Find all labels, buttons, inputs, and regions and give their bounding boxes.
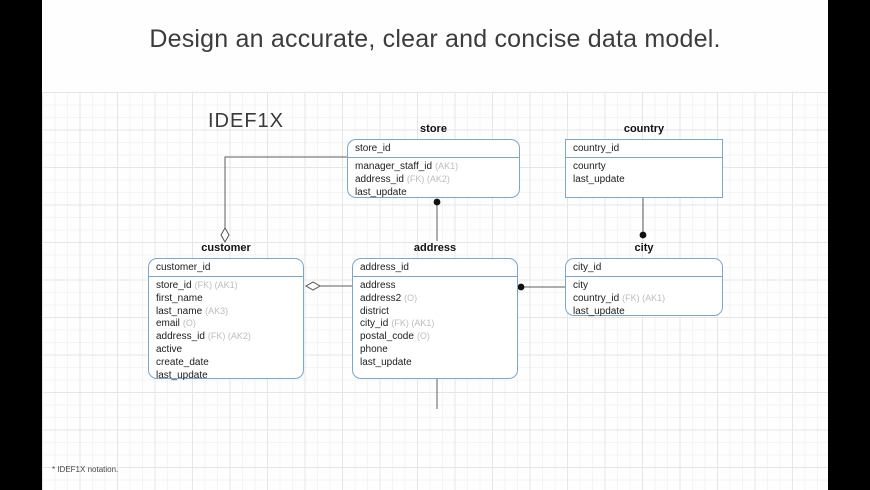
notation-label: IDEF1X bbox=[208, 110, 285, 132]
attribute-row: last_update bbox=[156, 369, 296, 382]
attribute-name: last_update bbox=[573, 173, 625, 185]
attribute-row: phone bbox=[360, 343, 510, 356]
attribute-name: address2 bbox=[360, 292, 402, 304]
attribute-row: address2(O) bbox=[360, 292, 510, 305]
entity-country: country_id counrty last_update bbox=[565, 139, 723, 198]
attribute-row: country_id(FK) (AK1) bbox=[573, 292, 715, 305]
attribute-row: last_update bbox=[573, 173, 715, 186]
attribute-note: (AK3) bbox=[205, 305, 229, 316]
attribute-name: first_name bbox=[156, 292, 203, 304]
attribute-row: last_update bbox=[360, 356, 510, 369]
attribute-name: counrty bbox=[573, 161, 606, 172]
attribute-row: first_name bbox=[156, 292, 296, 305]
attribute-name: last_update bbox=[156, 369, 208, 381]
attribute-name: address_id bbox=[355, 173, 404, 185]
attribute-name: create_date bbox=[156, 356, 209, 368]
right-letterbox-bar bbox=[828, 0, 870, 490]
attribute-row: city bbox=[573, 279, 715, 292]
attribute-name: district bbox=[360, 305, 389, 317]
attribute-name: store_id bbox=[156, 280, 192, 291]
attribute-name: active bbox=[156, 343, 183, 355]
attribute-name: last_update bbox=[360, 356, 412, 368]
entity-address: address_id address address2(O) district … bbox=[352, 258, 518, 379]
attribute-name: city bbox=[573, 280, 588, 291]
pk-attribute: city_id bbox=[566, 259, 722, 277]
attribute-row: district bbox=[360, 305, 510, 318]
attribute-note: (FK) (AK2) bbox=[207, 331, 251, 342]
attribute-note: (FK) (AK2) bbox=[406, 173, 450, 184]
entity-store: store_id manager_staff_id(AK1) address_i… bbox=[347, 139, 520, 198]
attribute-list: address address2(O) district city_id(FK)… bbox=[353, 277, 517, 369]
attribute-name: email bbox=[156, 318, 180, 330]
attribute-row: create_date bbox=[156, 356, 296, 369]
attribute-name: address_id bbox=[156, 331, 205, 343]
left-letterbox-bar bbox=[0, 0, 42, 490]
attribute-note: (FK) (AK1) bbox=[391, 318, 435, 329]
attribute-row: store_id(FK) (AK1) bbox=[156, 279, 296, 292]
attribute-row: postal_code(O) bbox=[360, 330, 510, 343]
attribute-name: last_name bbox=[156, 305, 203, 317]
pk-attribute: country_id bbox=[566, 140, 722, 158]
pk-attribute: address_id bbox=[353, 259, 517, 277]
attribute-note: (FK) (AK1) bbox=[622, 292, 666, 303]
attribute-name: city_id bbox=[360, 318, 389, 330]
page-title: Design an accurate, clear and concise da… bbox=[149, 25, 721, 53]
entity-title-city: city bbox=[634, 242, 654, 254]
slide: Design an accurate, clear and concise da… bbox=[42, 0, 828, 490]
attribute-row: active bbox=[156, 343, 296, 356]
attribute-name: address bbox=[360, 280, 396, 291]
attribute-name: manager_staff_id bbox=[355, 161, 433, 172]
pk-attribute: customer_id bbox=[149, 259, 303, 277]
attribute-list: manager_staff_id(AK1) address_id(FK) (AK… bbox=[348, 158, 519, 198]
entity-city: city_id city country_id(FK) (AK1) last_u… bbox=[565, 258, 723, 317]
attribute-list: city country_id(FK) (AK1) last_update bbox=[566, 277, 722, 317]
attribute-note: (O) bbox=[404, 292, 418, 303]
entity-customer: customer_id store_id(FK) (AK1) first_nam… bbox=[148, 258, 304, 381]
attribute-note: (O) bbox=[416, 331, 430, 342]
attribute-row: city_id(FK) (AK1) bbox=[360, 317, 510, 330]
attribute-row: manager_staff_id(AK1) bbox=[355, 160, 512, 173]
entity-title-store: store bbox=[420, 123, 447, 135]
attribute-name: last_update bbox=[355, 186, 407, 198]
attribute-note: (O) bbox=[182, 318, 196, 329]
pk-attribute: store_id bbox=[348, 140, 519, 158]
attribute-name: postal_code bbox=[360, 331, 414, 343]
attribute-name: last_update bbox=[573, 305, 625, 317]
attribute-row: last_update bbox=[573, 305, 715, 318]
attribute-list: counrty last_update bbox=[566, 158, 722, 186]
attribute-name: phone bbox=[360, 343, 388, 355]
attribute-row: last_update bbox=[355, 186, 512, 199]
attribute-row: address_id(FK) (AK2) bbox=[156, 330, 296, 343]
attribute-row: email(O) bbox=[156, 317, 296, 330]
footnote: * IDEF1X notation. bbox=[52, 465, 119, 474]
attribute-row: address_id(FK) (AK2) bbox=[355, 173, 512, 186]
attribute-row: last_name(AK3) bbox=[156, 305, 296, 318]
entity-title-address: address bbox=[413, 242, 457, 254]
attribute-note: (AK1) bbox=[435, 161, 459, 171]
attribute-row: address bbox=[360, 279, 510, 292]
attribute-note: (FK) (AK1) bbox=[194, 280, 238, 290]
attribute-row: counrty bbox=[573, 160, 715, 173]
attribute-name: country_id bbox=[573, 292, 620, 304]
attribute-list: store_id(FK) (AK1) first_name last_name(… bbox=[149, 277, 303, 381]
entity-title-customer: customer bbox=[201, 242, 251, 254]
entity-title-country: country bbox=[623, 123, 665, 135]
